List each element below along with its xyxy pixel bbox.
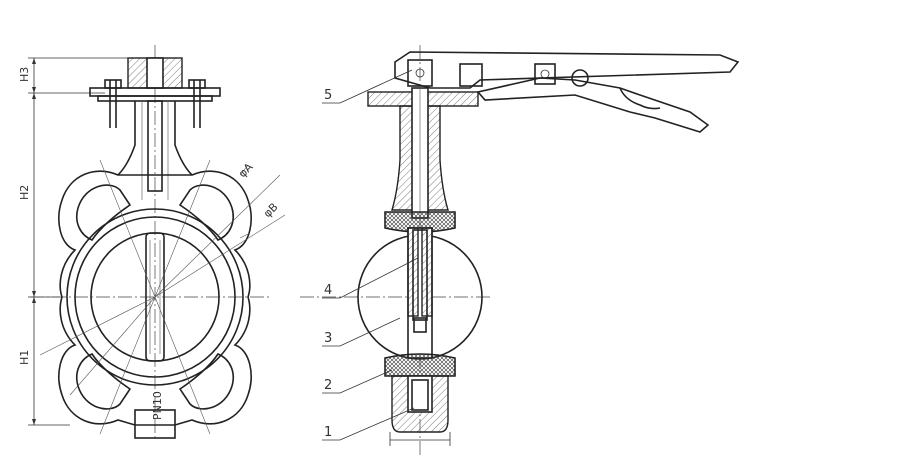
construction-lines <box>39 159 286 435</box>
callout-3: 3 <box>324 331 332 346</box>
callouts: 5 4 3 2 1 <box>322 69 419 441</box>
dim-h3-label: H3 <box>18 67 31 82</box>
lower-seat <box>384 353 456 377</box>
dimension-lines: H3 H2 H1 <box>18 57 130 426</box>
handle-lever <box>394 51 740 133</box>
neck <box>117 100 193 200</box>
callout-4: 4 <box>324 283 332 298</box>
side-disc <box>357 227 483 360</box>
callout-5: 5 <box>324 88 332 103</box>
callout-1: 1 <box>324 425 332 440</box>
side-view: 5 4 3 2 1 <box>300 45 740 455</box>
dim-phi-b-label: φB <box>261 200 281 220</box>
valve-body-front <box>58 170 252 439</box>
front-view: H3 H2 H1 <box>18 45 286 440</box>
callout-2: 2 <box>324 378 332 393</box>
dim-h1-label: H1 <box>18 350 31 365</box>
top-drive <box>89 57 221 128</box>
dim-phi-a-label: φA <box>236 160 256 180</box>
side-neck <box>367 87 479 219</box>
dim-h2-label: H2 <box>18 185 31 200</box>
side-bottom-boss <box>389 375 451 446</box>
pressure-rating-label: PN10 <box>151 391 164 420</box>
